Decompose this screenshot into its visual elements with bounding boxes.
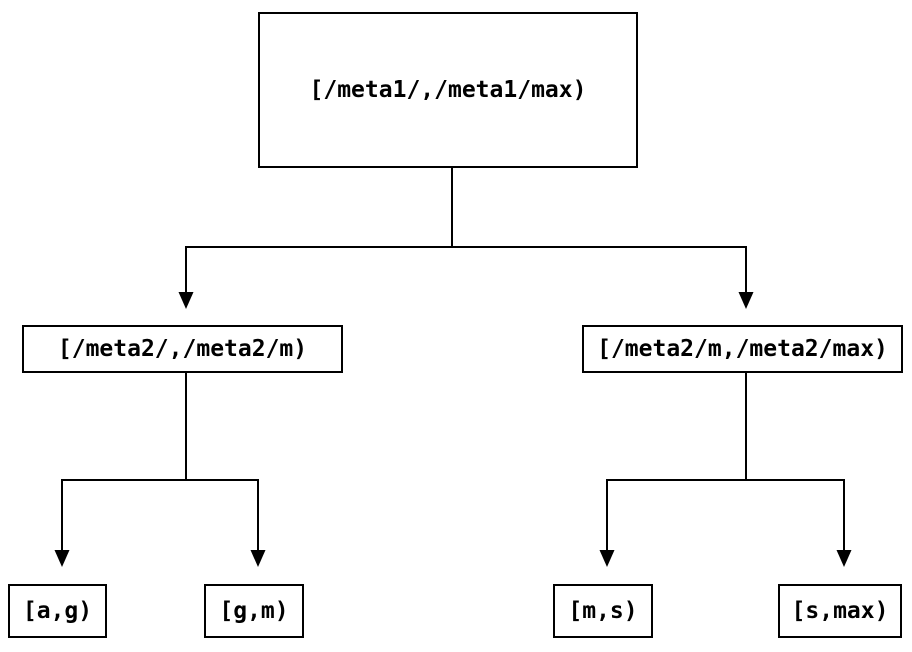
node-leaf-a-g-label: [a,g) — [22, 598, 93, 624]
arrowhead-icon — [836, 550, 852, 567]
node-level2-right-label: [/meta2/m,/meta2/max) — [597, 336, 888, 362]
arrowhead-icon — [250, 550, 266, 567]
node-leaf-s-max: [s,max) — [778, 584, 902, 638]
arrowhead-icon — [54, 550, 70, 567]
node-level2-left-label: [/meta2/,/meta2/m) — [57, 336, 308, 362]
arrowhead-icon — [178, 292, 194, 309]
node-leaf-s-max-label: [s,max) — [791, 598, 889, 624]
node-level2-left: [/meta2/,/meta2/m) — [22, 325, 343, 373]
node-leaf-g-m-label: [g,m) — [219, 598, 289, 624]
node-root-label: [/meta1/,/meta1/max) — [309, 77, 587, 103]
node-leaf-a-g: [a,g) — [8, 584, 107, 638]
node-leaf-m-s-label: [m,s) — [568, 598, 638, 624]
node-leaf-g-m: [g,m) — [204, 584, 304, 638]
node-level2-right: [/meta2/m,/meta2/max) — [582, 325, 903, 373]
arrowhead-icon — [599, 550, 615, 567]
arrowhead-icon — [738, 292, 754, 309]
node-leaf-m-s: [m,s) — [553, 584, 653, 638]
node-root: [/meta1/,/meta1/max) — [258, 12, 638, 168]
